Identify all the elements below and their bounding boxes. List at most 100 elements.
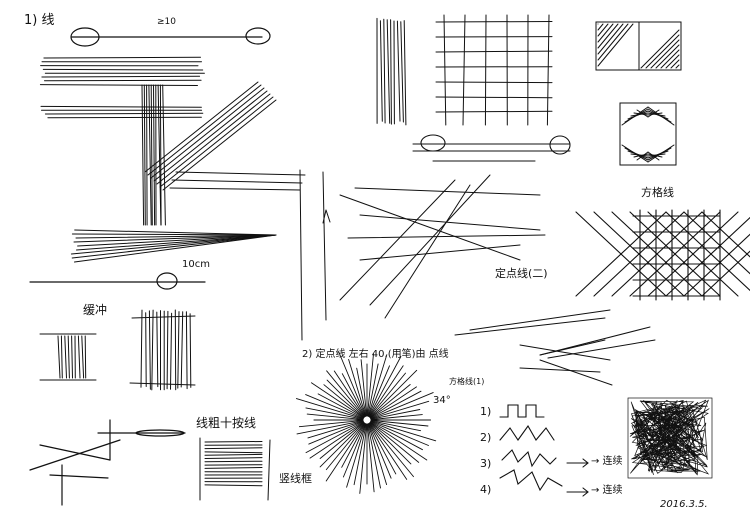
sketch-stroke xyxy=(204,451,263,454)
sketch-stroke xyxy=(40,105,202,108)
sketch-stroke xyxy=(148,84,152,226)
sketch-stroke xyxy=(379,20,383,122)
sketch-stroke xyxy=(360,359,368,417)
sketch-stroke xyxy=(369,369,418,418)
sketch-stroke xyxy=(462,14,466,126)
sketch-stroke xyxy=(307,420,364,439)
sketch-stroke xyxy=(370,400,430,420)
date-label: 2016.3.5. xyxy=(660,499,708,510)
sketch-stroke xyxy=(633,112,649,116)
sketch-stroke xyxy=(305,407,364,420)
sketch-stroke xyxy=(665,54,680,69)
sketch-stroke xyxy=(369,384,411,418)
sketch-stroke xyxy=(141,84,145,226)
sketch-stroke xyxy=(595,21,682,71)
sketch-stroke xyxy=(370,420,437,442)
sketch-stroke xyxy=(204,453,263,456)
sketch-stroke xyxy=(60,335,63,379)
sketch-stroke xyxy=(370,392,434,419)
sketch-stroke xyxy=(42,68,204,71)
sketch-stroke xyxy=(39,84,198,86)
sketch-stroke xyxy=(326,370,365,418)
buffer-label: 缓冲 xyxy=(83,303,108,317)
sketch-stroke xyxy=(73,234,277,243)
sketch-stroke xyxy=(44,79,202,82)
sketch-stroke xyxy=(519,344,611,361)
sketch-stroke xyxy=(435,81,553,84)
sketch-stroke xyxy=(454,317,606,336)
sketch-stroke xyxy=(47,116,202,119)
horizontal-line-block xyxy=(39,56,205,119)
sketch-stroke xyxy=(400,21,404,123)
sketch-stroke xyxy=(74,229,277,236)
lines-heading: 1) 线 xyxy=(24,13,55,28)
sketch-stroke xyxy=(70,234,277,255)
step-4-arrow-text: → 连续 xyxy=(591,485,623,496)
sketch-stroke xyxy=(267,439,271,501)
sketch-stroke xyxy=(640,29,680,69)
sketch-stroke xyxy=(368,422,408,480)
sketch-stroke xyxy=(701,211,750,258)
hatch-tile-b xyxy=(619,102,677,166)
sketch-stroke xyxy=(647,211,739,297)
vertical-label: 竖线框 xyxy=(279,472,312,485)
sketch-stroke xyxy=(162,99,277,191)
sketch-stroke xyxy=(166,310,169,390)
sketch-stroke xyxy=(354,187,541,196)
sketch-stroke xyxy=(177,311,180,389)
step-3-arrow-text: → 连续 xyxy=(591,456,623,467)
sketch-stroke xyxy=(338,352,366,417)
sketch-stroke xyxy=(77,234,277,247)
sketch-stroke xyxy=(348,358,367,417)
sketch-stroke xyxy=(647,109,660,118)
sketch-stroke xyxy=(317,393,364,419)
sketch-stroke xyxy=(611,211,703,297)
vertical-stack xyxy=(376,17,407,126)
ten-cm-line xyxy=(29,272,206,290)
sketch-stroke xyxy=(310,382,365,419)
sketch-stroke xyxy=(366,423,375,493)
line-grid xyxy=(435,14,553,126)
small-hatch-block xyxy=(39,333,97,381)
sketch-stroke xyxy=(346,423,367,488)
sketch-stroke xyxy=(368,356,402,417)
shade-hatch-block xyxy=(199,437,271,501)
sketch-stroke xyxy=(81,335,85,379)
sketch-stroke xyxy=(629,211,721,297)
sketch-stroke xyxy=(547,339,656,359)
sketch-stroke xyxy=(629,399,710,476)
diagonal-line-bundle xyxy=(144,81,277,191)
sketch-stroke xyxy=(308,421,364,445)
sketch-stroke xyxy=(204,460,263,463)
scribble-texture-block xyxy=(627,397,713,479)
sketch-stroke xyxy=(384,184,471,319)
long-line-ovals xyxy=(70,27,271,47)
sketch-stroke xyxy=(539,359,613,386)
sketch-stroke xyxy=(390,19,392,125)
sketch-stroke xyxy=(368,365,404,418)
sketch-stroke xyxy=(204,467,263,469)
sketch-stroke xyxy=(129,382,196,386)
sketch-stroke xyxy=(369,386,417,419)
sketch-stroke xyxy=(593,211,685,297)
sketch-stroke xyxy=(670,59,680,69)
curve-label: 2) 定点线 左右 40.(用笔)由 点线 xyxy=(302,349,449,360)
sketch-stroke xyxy=(647,151,660,161)
sketch-stroke xyxy=(647,112,663,116)
crosshatch-grid xyxy=(575,209,750,301)
hatch-label: 方格线 xyxy=(641,186,674,199)
sketch-stroke xyxy=(665,216,750,297)
sketch-stroke xyxy=(150,84,153,226)
sketch-stroke xyxy=(325,422,366,482)
sketch-stroke xyxy=(140,309,143,388)
sketch-stroke xyxy=(298,419,364,428)
sketch-stroke xyxy=(323,384,365,418)
sketch-stroke xyxy=(67,335,70,379)
sketch-stroke xyxy=(170,312,173,390)
length-mark: ≥10 xyxy=(157,17,176,27)
sketch-stroke xyxy=(369,422,414,478)
crossing-lines-cluster xyxy=(339,174,546,319)
sketch-stroke xyxy=(370,414,423,421)
sketch-stroke xyxy=(435,110,553,113)
sketch-stroke xyxy=(370,409,421,420)
